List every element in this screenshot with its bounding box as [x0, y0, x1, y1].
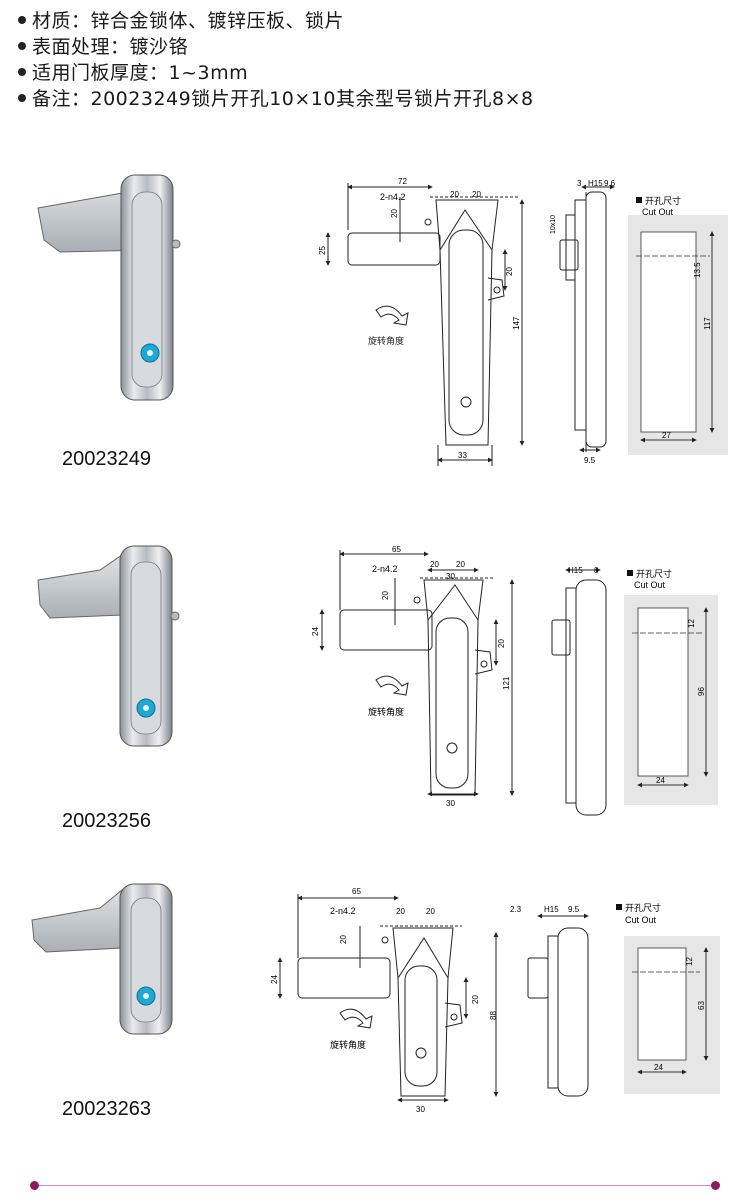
front-view-drawing [277, 894, 499, 1103]
dim-cut-top: 12 [687, 619, 696, 628]
rotation-arrow-icon [375, 675, 409, 696]
dim-body-width: 30 [446, 799, 455, 808]
bullet-icon [18, 15, 26, 24]
cutout-shape [637, 607, 689, 777]
dim-cut-top: 13.5 [693, 262, 702, 278]
product-photo [37, 174, 181, 401]
dim-total-width: 65 [392, 545, 401, 554]
product-photo [31, 883, 173, 1035]
cutout-shape [640, 231, 697, 433]
dim-pitch-a: 20 [450, 190, 459, 199]
dim-pitch-a: 20 [396, 907, 405, 916]
product-photo [37, 545, 180, 747]
dim-pitch-b: 20 [472, 190, 481, 199]
dim-cut-height: 63 [697, 1001, 706, 1010]
dim-side-9-6: 9.6 [604, 179, 616, 188]
dim-cut-height: 117 [703, 317, 712, 330]
spec-list: 材质：锌合金锁体、镀锌压板、锁片 表面处理：镀沙铬 适用门板厚度：1~3mm 备… [18, 8, 534, 112]
rotation-arrow-icon [375, 305, 409, 326]
dim-body-width: 30 [416, 1105, 425, 1114]
product-20023263: 旋转角度 65 2-n4.2 20 20 20 24 20 88 30 2.3 … [0, 878, 750, 1133]
dim-hole-label: 2-n4.2 [372, 564, 398, 574]
rotation-arrow-icon [339, 1008, 373, 1029]
model-number: 20023263 [62, 1098, 151, 1120]
cutout-title: 开孔尺寸 [645, 195, 681, 206]
cutout-subtitle: Cut Out [642, 207, 674, 217]
dim-cut-width: 27 [662, 431, 671, 440]
cutout-subtitle: Cut Out [634, 580, 666, 590]
cutout-shape [637, 947, 687, 1061]
product-20023249: 旋转角度 72 2-n4.2 20 20 20 25 20 147 33 3 H… [0, 170, 750, 480]
spec-item-finish: 表面处理：镀沙铬 [18, 34, 534, 60]
dim-body-top: 30 [446, 572, 455, 581]
spec-item-thickness: 适用门板厚度：1~3mm [18, 60, 534, 86]
dim-hole-label: 2-n4.2 [380, 192, 406, 202]
dim-side-10x10: 10x10 [550, 215, 557, 234]
dim-lever-h: 24 [270, 975, 279, 984]
dim-cut-width: 24 [654, 1063, 663, 1072]
spec-item-material: 材质：锌合金锁体、镀锌压板、锁片 [18, 8, 534, 34]
cutout-marker-icon [627, 570, 633, 576]
cutout-title: 开孔尺寸 [636, 568, 672, 579]
dim-side-20: 20 [471, 995, 480, 1004]
side-view-drawing [559, 184, 615, 453]
dim-side-9-5: 9.5 [584, 456, 596, 465]
cutout-marker-icon [636, 197, 642, 203]
model-number: 20023249 [62, 448, 151, 470]
dim-total-width: 65 [352, 887, 361, 896]
rotation-label: 旋转角度 [330, 1039, 366, 1050]
product-20023256: 旋转角度 65 2-n4.2 20 20 20 30 24 20 121 30 … [0, 540, 750, 840]
bullet-icon [18, 41, 26, 50]
dim-hole-v: 20 [381, 591, 390, 600]
bullet-icon [18, 67, 26, 76]
cutout-title: 开孔尺寸 [625, 902, 661, 913]
dim-lever-h: 25 [318, 246, 327, 255]
front-view-drawing [325, 183, 525, 466]
footer-dot-icon [711, 1181, 720, 1190]
dim-side-20: 20 [497, 639, 506, 648]
model-number: 20023256 [62, 810, 151, 832]
dim-pitch-b: 20 [456, 560, 465, 569]
dim-hole-label: 2-n4.2 [330, 906, 356, 916]
dim-h15: H15 [568, 566, 583, 575]
cutout-marker-icon [616, 904, 622, 910]
side-view-drawing [527, 913, 589, 1097]
dim-height: 121 [502, 676, 511, 690]
dim-side-20: 20 [505, 267, 514, 276]
rotation-label: 旋转角度 [368, 706, 404, 717]
spec-item-note: 备注：20023249锁片开孔10×10其余型号锁片开孔8×8 [18, 86, 534, 112]
dim-body-width: 33 [458, 451, 467, 460]
bullet-icon [18, 93, 26, 102]
dim-cut-width: 24 [656, 776, 665, 785]
dim-cut-height: 96 [697, 687, 706, 696]
footer-divider [34, 1185, 716, 1186]
rotation-label: 旋转角度 [368, 335, 404, 346]
dim-h15: H15 [544, 905, 559, 914]
dim-height: 147 [512, 316, 521, 330]
side-view-drawing [551, 567, 607, 816]
dim-pitch-a: 20 [430, 560, 439, 569]
dim-lever-h: 24 [311, 627, 320, 636]
dim-pitch-b: 20 [426, 907, 435, 916]
dim-side-2-3: 2.3 [510, 905, 522, 914]
dim-side-3: 3 [577, 179, 582, 188]
dim-h15: H15 [588, 179, 603, 188]
dim-cut-top: 12 [685, 957, 694, 966]
dim-total-width: 72 [398, 177, 407, 186]
dim-side-9-5: 9.5 [568, 905, 580, 914]
dim-hole-v: 20 [339, 935, 348, 944]
dim-height: 88 [489, 1011, 498, 1020]
front-view-drawing [319, 550, 515, 797]
footer-dot-icon [30, 1181, 39, 1190]
cutout-subtitle: Cut Out [625, 915, 657, 925]
dim-side-8: 8 [594, 566, 599, 575]
dim-hole-v: 20 [390, 209, 399, 218]
